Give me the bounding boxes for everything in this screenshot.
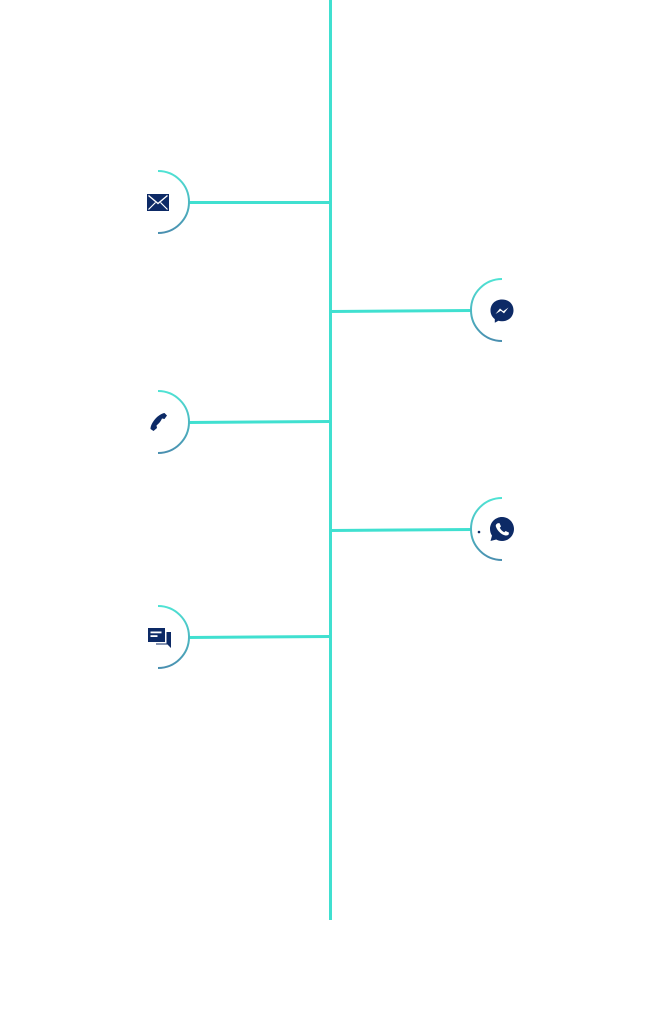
node-email[interactable] <box>147 170 330 234</box>
arc-messenger <box>470 278 503 342</box>
arc-whatsapp <box>470 497 503 561</box>
phone-icon <box>150 413 167 431</box>
chat-icon <box>148 628 171 648</box>
arc-chat <box>157 605 190 669</box>
connector-phone <box>187 420 331 424</box>
node-chat[interactable] <box>148 605 331 669</box>
envelope-icon <box>147 194 169 211</box>
connector-messenger <box>330 309 473 313</box>
node-messenger[interactable] <box>330 278 514 342</box>
arc-email <box>157 170 190 234</box>
node-whatsapp[interactable] <box>330 497 514 561</box>
connector-whatsapp <box>330 528 473 532</box>
arc-phone <box>157 390 190 454</box>
messenger-icon <box>490 299 514 323</box>
whatsapp-icon <box>490 517 514 541</box>
connector-chat <box>187 635 331 639</box>
node-phone[interactable] <box>150 390 331 454</box>
small-dot <box>477 530 481 534</box>
